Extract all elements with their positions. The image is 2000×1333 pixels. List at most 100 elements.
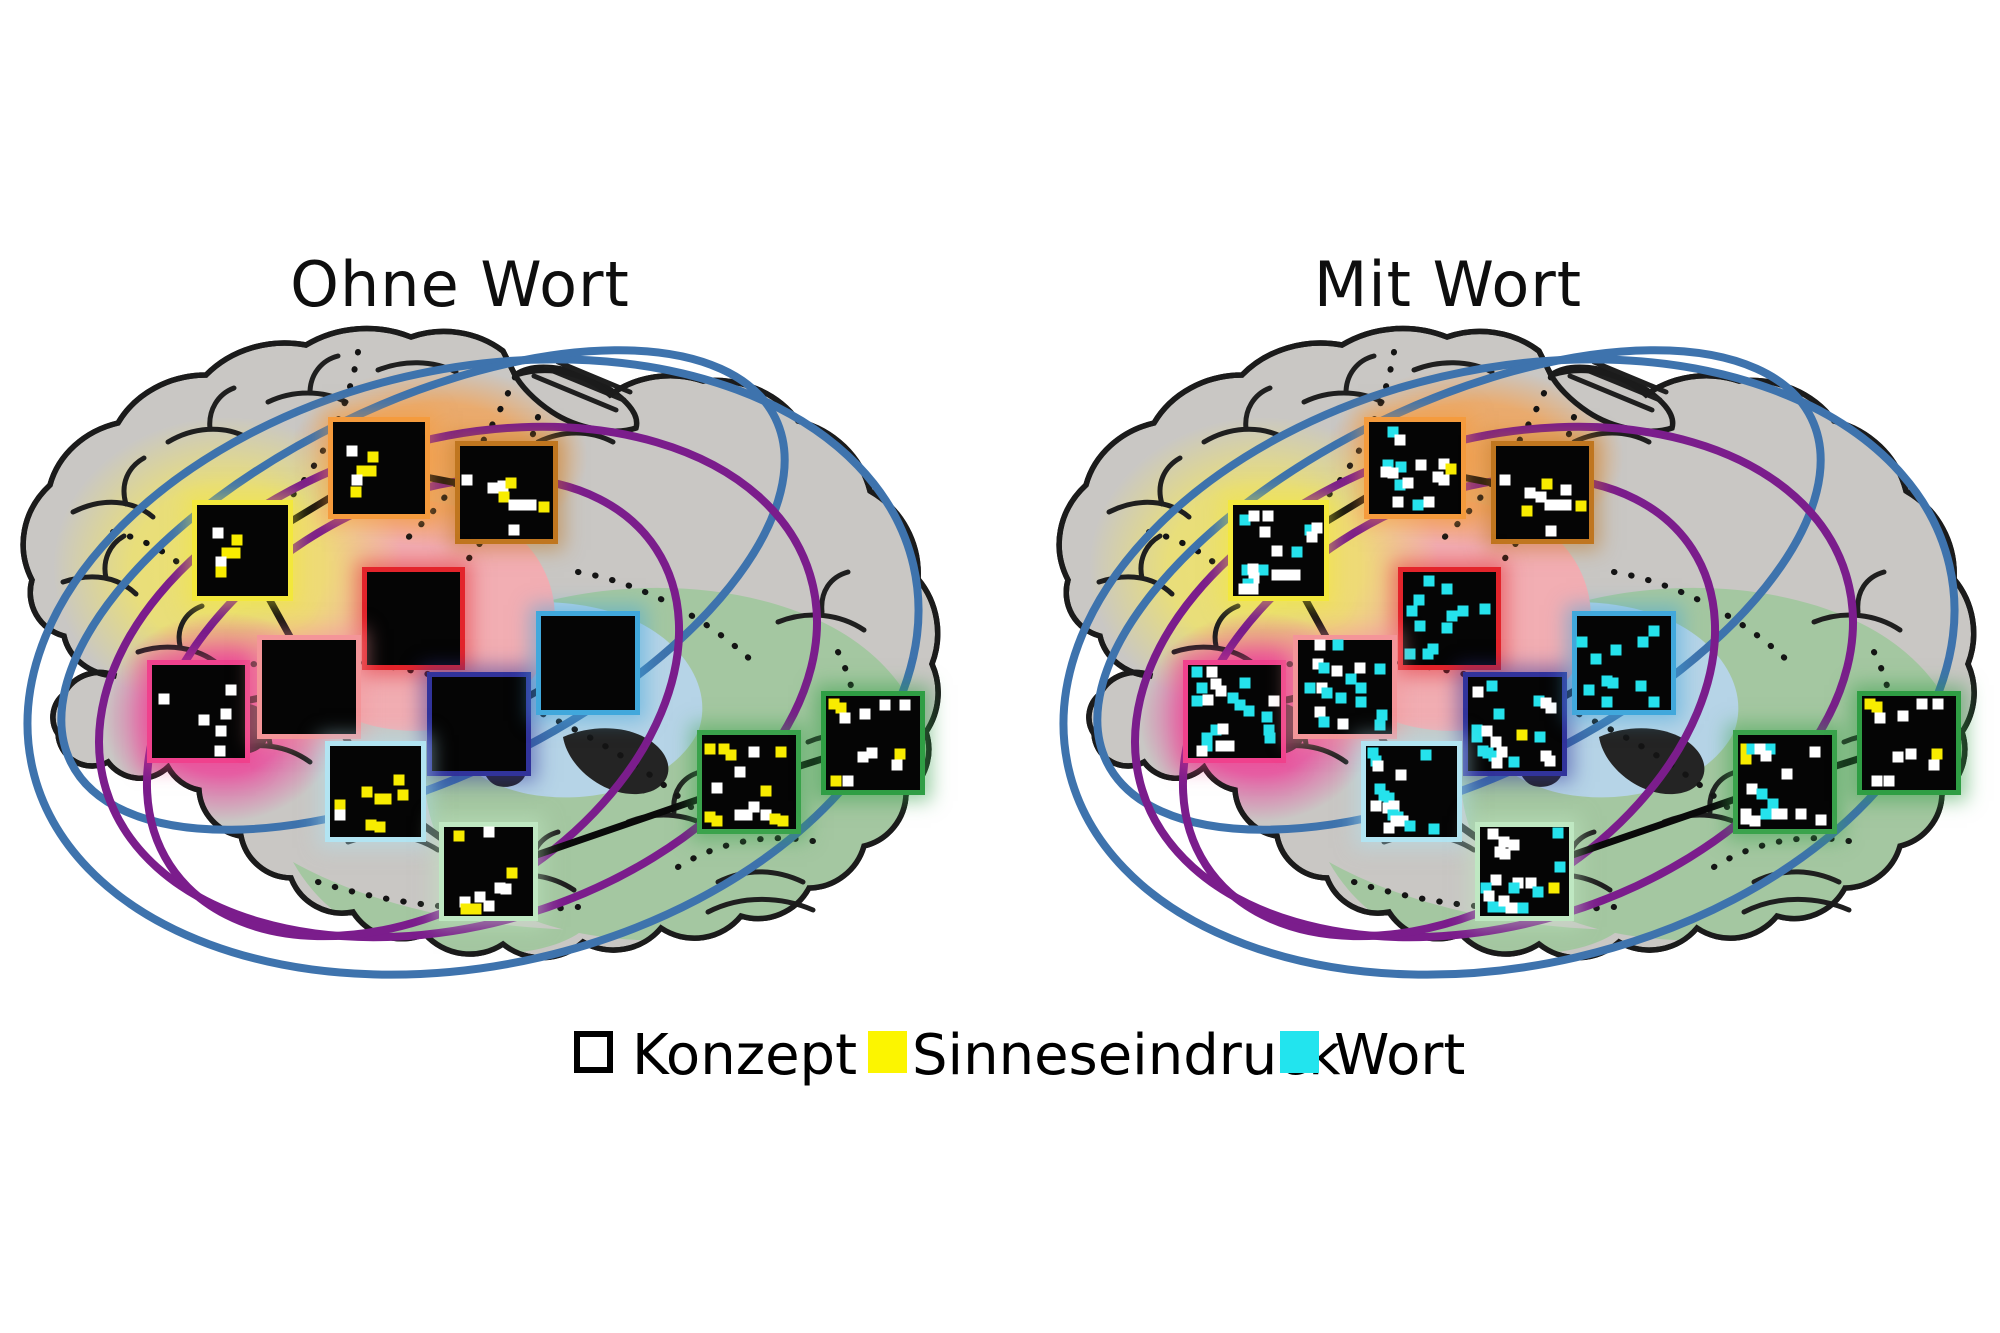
concept-dot: [1354, 662, 1366, 674]
mit-wort-region-square-yellow-frontal: [1228, 500, 1329, 601]
concept-dot: [748, 746, 760, 758]
word-dot: [1479, 603, 1491, 615]
sense-dot: [894, 748, 906, 760]
mit-wort-region-square-salmon-central: [1293, 635, 1397, 739]
word-dot: [1243, 705, 1255, 717]
ohne-wort-region-square-green-occipital-2: [821, 691, 925, 795]
concept-dot: [711, 782, 723, 794]
mit-wort-region-square-orange-right: [1491, 441, 1594, 544]
concept-dot: [1238, 583, 1250, 595]
ohne-wort-region-square-orange-upper: [328, 417, 430, 519]
word-dot: [1355, 682, 1367, 694]
concept-dot: [1871, 775, 1883, 787]
word-dot: [1318, 662, 1330, 674]
concept-dot: [1932, 698, 1944, 710]
concept-dot: [1382, 802, 1394, 814]
mit-wort-region-square-red-central: [1398, 567, 1501, 670]
word-dot: [1508, 882, 1520, 894]
ohne-wort-region-square-green-occipital-1: [697, 730, 801, 834]
concept-dot: [1544, 755, 1556, 767]
word-dot: [1767, 798, 1779, 810]
legend-label-wort: Wort: [1334, 1023, 1466, 1088]
word-dot: [1441, 583, 1453, 595]
concept-dot: [839, 712, 851, 724]
word-dot: [1517, 902, 1529, 914]
sense-dot: [460, 903, 472, 915]
sense-dot: [505, 477, 517, 489]
word-dot: [1482, 747, 1494, 759]
word-dot: [1332, 639, 1344, 651]
concept-dot: [500, 883, 512, 895]
word-dot: [1210, 724, 1222, 736]
concept-dot: [1289, 569, 1301, 581]
concept-dot: [1490, 736, 1502, 748]
word-dot: [1471, 731, 1483, 743]
concept-dot: [1247, 583, 1259, 595]
sense-dot: [470, 903, 482, 915]
word-dot: [1446, 610, 1458, 622]
word-dot: [1383, 792, 1395, 804]
word-dot: [1486, 680, 1498, 692]
sense-dot: [231, 534, 243, 546]
word-dot: [1239, 677, 1251, 689]
panel-title-mit-wort: Mit Wort: [1313, 248, 1583, 321]
concept-dot: [1223, 740, 1235, 752]
word-dot: [1746, 743, 1758, 755]
word-dot: [1637, 636, 1649, 648]
concept-dot: [198, 714, 210, 726]
word-dot: [1387, 426, 1399, 438]
concept-dot: [1372, 760, 1384, 772]
sense-dot: [221, 547, 233, 559]
sense-dot: [704, 743, 716, 755]
concept-dot: [1483, 890, 1495, 902]
mit-wort-region-square-skyblue-parietal: [1572, 611, 1676, 715]
concept-dot: [1397, 815, 1409, 827]
concept-dot: [1553, 499, 1565, 511]
concept-dot: [1268, 695, 1280, 707]
mit-wort-region-square-green-occipital-2: [1857, 691, 1961, 795]
concept-dot: [212, 527, 224, 539]
word-dot: [1471, 724, 1483, 736]
word-dot: [1583, 684, 1595, 696]
sense-dot: [215, 566, 227, 578]
word-dot: [1532, 886, 1544, 898]
sense-dot: [1521, 505, 1533, 517]
legend-swatch-sinneseindruck: [868, 1031, 907, 1073]
sense-dot: [1931, 748, 1943, 760]
word-dot: [1257, 564, 1269, 576]
word-dot: [1552, 827, 1564, 839]
concept-dot: [1383, 822, 1395, 834]
concept-dot: [517, 499, 529, 511]
sense-dot: [1740, 753, 1752, 764]
word-dot: [1414, 620, 1426, 632]
word-dot: [1534, 731, 1546, 743]
concept-dot: [1370, 800, 1382, 812]
mit-wort-region-square-navy-parietal: [1463, 672, 1567, 776]
sense-dot: [365, 465, 377, 477]
concept-dot: [1749, 815, 1761, 827]
word-dot: [1345, 673, 1357, 685]
concept-dot: [1544, 499, 1556, 511]
concept-dot: [1248, 510, 1260, 522]
mit-wort-region-square-green-occipital-1: [1733, 730, 1837, 834]
concept-dot: [494, 882, 506, 894]
sense-dot: [1516, 729, 1528, 741]
word-dot: [1764, 743, 1776, 755]
concept-dot: [1392, 496, 1404, 508]
concept-dot: [866, 747, 878, 759]
concept-dot: [1206, 666, 1218, 677]
concept-dot: [1874, 712, 1886, 724]
sense-dot: [725, 749, 737, 761]
concept-dot: [1525, 877, 1537, 889]
concept-dot: [1795, 808, 1807, 820]
sense-dot: [1575, 500, 1587, 512]
concept-dot: [158, 693, 170, 705]
legend-swatch-wort: [1280, 1031, 1319, 1073]
concept-dot: [1897, 710, 1909, 722]
word-dot: [1423, 575, 1435, 587]
concept-dot: [461, 474, 473, 486]
ohne-wort-region-square-palegreen-temporal: [439, 822, 538, 921]
word-dot: [1413, 594, 1425, 606]
word-dot: [1457, 605, 1469, 617]
